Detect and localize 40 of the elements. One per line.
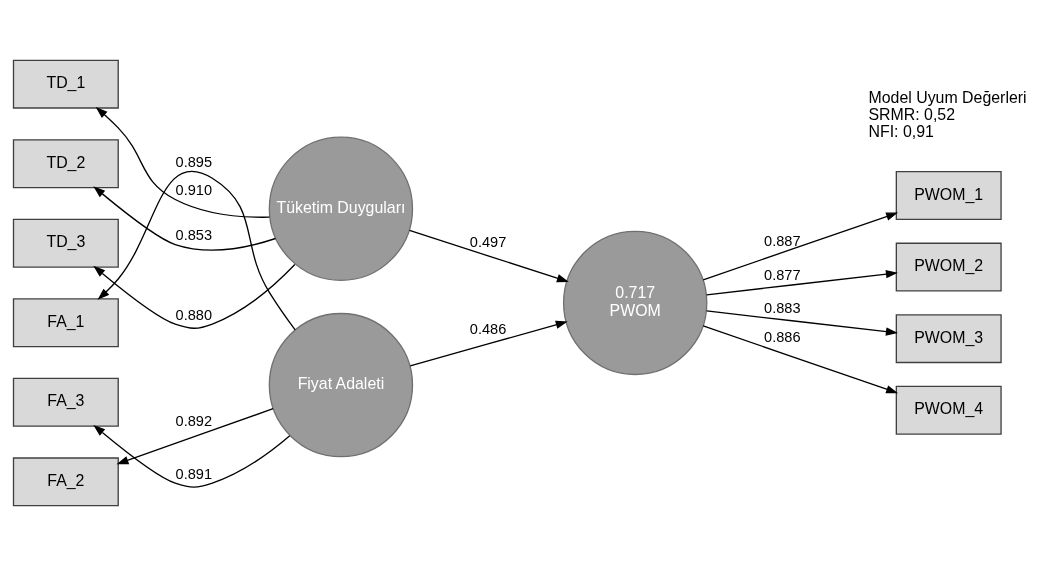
arrow <box>95 106 271 218</box>
node-box: PWOM_3 <box>895 313 1002 363</box>
arrow <box>702 324 899 393</box>
edge-label: 0.892 <box>175 412 213 429</box>
edge-label: 0.895 <box>175 153 213 170</box>
edge-label: 0.886 <box>764 328 801 345</box>
arrow <box>702 212 899 280</box>
edge-label: 0.853 <box>175 226 213 243</box>
node-circle: Tüketim Duyguları <box>268 136 414 281</box>
node-box: FA_2 <box>12 456 119 506</box>
node-box: PWOM_1 <box>895 170 1002 220</box>
edge-label: 0.497 <box>469 233 507 250</box>
edge-label: 0.877 <box>764 266 801 283</box>
arrow <box>97 170 296 330</box>
node-box: TD_3 <box>12 218 119 268</box>
node-box: TD_2 <box>12 138 119 188</box>
arrow <box>116 407 274 464</box>
node-box: FA_3 <box>12 377 119 427</box>
node-circle: 0.717 PWOM <box>562 230 708 375</box>
edge-label: 0.880 <box>175 306 213 323</box>
node-box: TD_1 <box>12 59 119 109</box>
node-box: PWOM_4 <box>895 385 1002 435</box>
node-box: PWOM_2 <box>895 242 1002 292</box>
arrow <box>706 269 898 295</box>
arrow <box>408 229 569 282</box>
label: Model Uyum Değerleri <box>868 88 1027 106</box>
label: SRMR: 0,52 <box>868 105 956 123</box>
node-box: FA_1 <box>12 297 119 347</box>
node-circle: Fiyat Adaleti <box>268 312 414 457</box>
label: NFI: 0,91 <box>868 122 934 140</box>
edge-label: 0.883 <box>764 299 801 316</box>
edge-label: 0.910 <box>175 181 213 198</box>
arrow <box>93 263 296 329</box>
edge-label: 0.887 <box>764 232 801 249</box>
arrow <box>93 424 291 488</box>
arrow <box>93 185 277 251</box>
arrow <box>409 320 568 367</box>
arrow <box>706 309 898 336</box>
edge-label: 0.891 <box>175 465 213 482</box>
edge-label: 0.486 <box>469 320 507 337</box>
